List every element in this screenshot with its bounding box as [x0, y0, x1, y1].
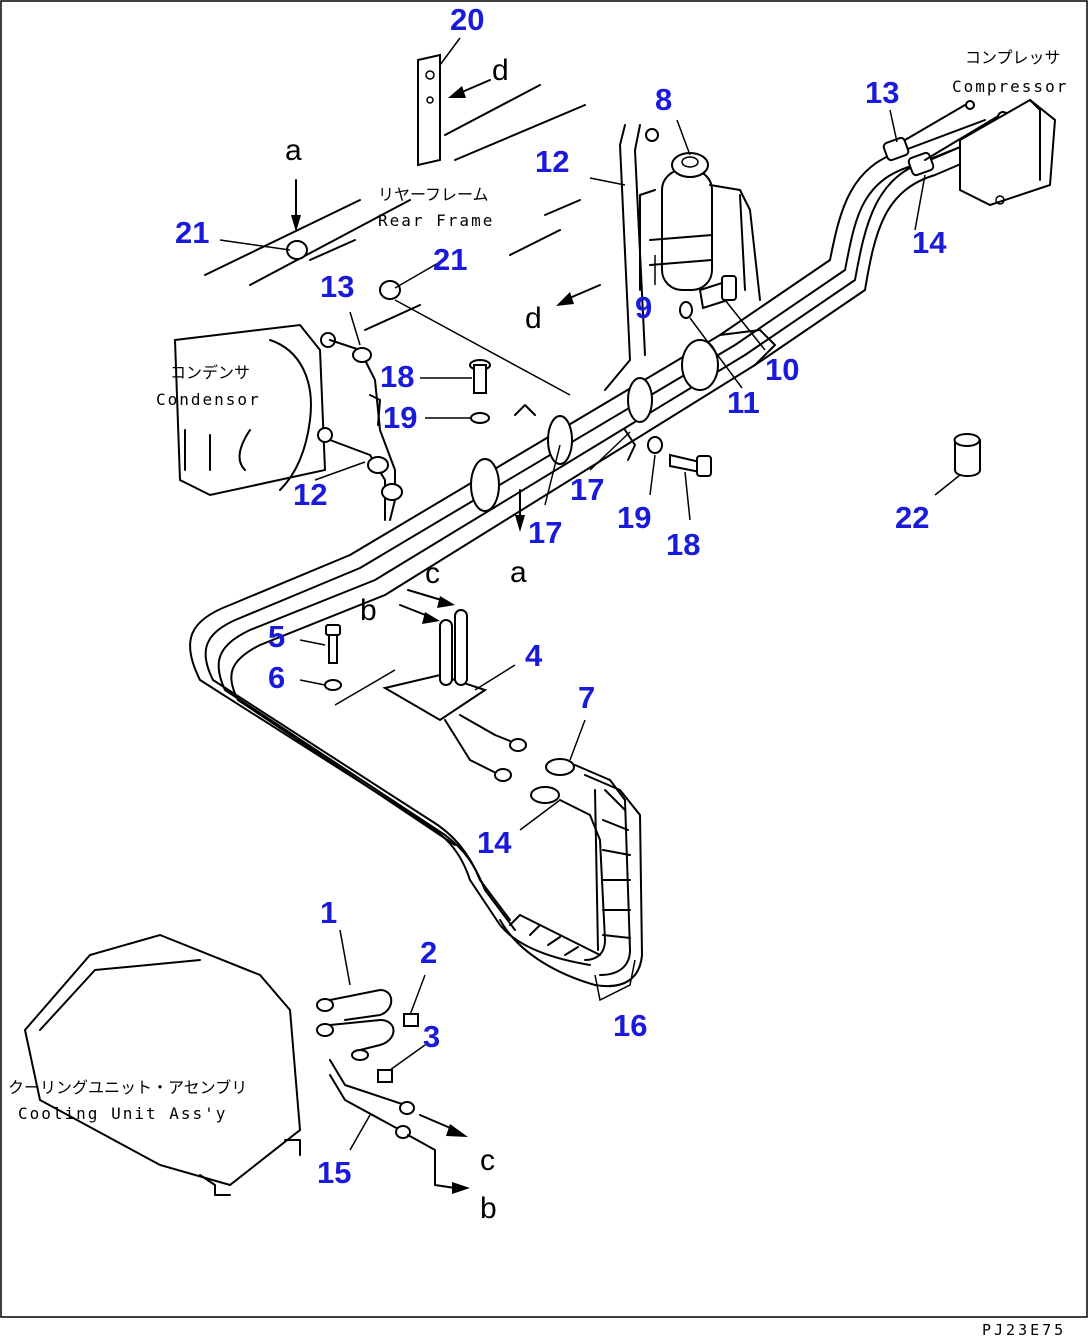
- callout-21-right: 21: [433, 242, 467, 277]
- callout-4: 4: [525, 638, 543, 673]
- part-callouts: 20 8 13 12 21 21 14 13 9 10 18 19 11 12 …: [175, 2, 947, 1190]
- callout-13-left: 13: [320, 269, 354, 304]
- component-labels: リヤーフレーム Rear Frame コンプレッサ Compressor コンデ…: [8, 48, 1068, 1339]
- callout-15: 15: [317, 1155, 351, 1190]
- bolt-18-upper: [469, 359, 491, 394]
- callout-13-top: 13: [865, 75, 899, 110]
- callout-17-left: 17: [528, 515, 562, 550]
- view-tag-d-lower: d: [525, 302, 542, 335]
- view-tag-d-upper: d: [492, 54, 509, 87]
- callout-11: 11: [727, 385, 760, 420]
- view-tag-c-lower: c: [480, 1144, 495, 1177]
- callout-19-upper: 19: [383, 400, 417, 435]
- callout-2: 2: [420, 935, 437, 970]
- rear-frame-lines: [204, 84, 586, 331]
- pipe-12-upper: [604, 124, 659, 391]
- rear-frame-en-label: Rear Frame: [378, 211, 494, 230]
- condensor-jp-label: コンデンサ: [170, 363, 250, 382]
- view-tag-b-upper: b: [360, 594, 377, 627]
- main-hose-bundle: [189, 119, 1006, 966]
- callout-20: 20: [450, 2, 484, 37]
- washer-11: [679, 301, 693, 319]
- condensor: [173, 323, 336, 497]
- callout-12-left: 12: [293, 477, 327, 512]
- part-22: [953, 433, 981, 477]
- cushion-21-right: [379, 280, 401, 300]
- callout-18-upper: 18: [380, 359, 414, 394]
- callout-5: 5: [268, 619, 285, 654]
- callout-1: 1: [320, 895, 337, 930]
- callout-19-lower: 19: [617, 500, 651, 535]
- callout-12-top: 12: [535, 144, 569, 179]
- compressor-jp-label: コンプレッサ: [965, 48, 1061, 67]
- bolt-5: [325, 624, 341, 664]
- leader-lines: [219, 37, 961, 1151]
- view-arrows: [291, 79, 601, 1194]
- callout-16: 16: [613, 1008, 647, 1043]
- callout-3: 3: [423, 1019, 440, 1054]
- cooling-unit-en-label: Cooling Unit Ass'y: [18, 1104, 227, 1123]
- bracket-4: [382, 609, 527, 782]
- callout-14-lower: 14: [477, 825, 512, 860]
- callout-18-lower: 18: [666, 527, 700, 562]
- condensor-en-label: Condensor: [156, 390, 261, 409]
- callout-6: 6: [268, 660, 285, 695]
- drawing-code: PJ23E75: [982, 1321, 1066, 1339]
- washer-19-upper: [470, 412, 490, 424]
- condensor-hoses: [329, 339, 403, 521]
- rear-frame-jp-label: リヤーフレーム: [378, 185, 489, 204]
- washer-19-lower: [647, 436, 663, 454]
- view-tag-a-bottom: a: [510, 556, 527, 589]
- callout-14-top: 14: [912, 225, 947, 260]
- view-tag-b-lower: b: [480, 1192, 497, 1225]
- hose-loop-16: [499, 758, 643, 988]
- bolt-10: [698, 275, 737, 310]
- view-tags: a a b b c c d d: [285, 54, 542, 1225]
- view-tag-a-top: a: [285, 134, 302, 167]
- callout-7: 7: [578, 680, 595, 715]
- cooling-unit: [23, 933, 302, 1196]
- callout-21-left: 21: [175, 215, 209, 250]
- receiver-drier-8: [639, 152, 761, 301]
- washer-6: [324, 679, 342, 691]
- compressor-en-label: Compressor: [952, 77, 1068, 96]
- cooling-fittings: [316, 989, 419, 1139]
- view-tag-c-upper: c: [425, 557, 440, 590]
- cooling-unit-jp-label: クーリングユニット・アセンブリ: [8, 1078, 247, 1097]
- callout-17-right: 17: [570, 472, 604, 507]
- bolt-18-lower: [669, 453, 712, 477]
- bracket-20: [417, 53, 441, 167]
- callout-22: 22: [895, 500, 929, 535]
- compressor: [959, 98, 1057, 207]
- callout-8: 8: [655, 82, 672, 117]
- callout-10: 10: [765, 352, 799, 387]
- callout-9: 9: [635, 290, 652, 325]
